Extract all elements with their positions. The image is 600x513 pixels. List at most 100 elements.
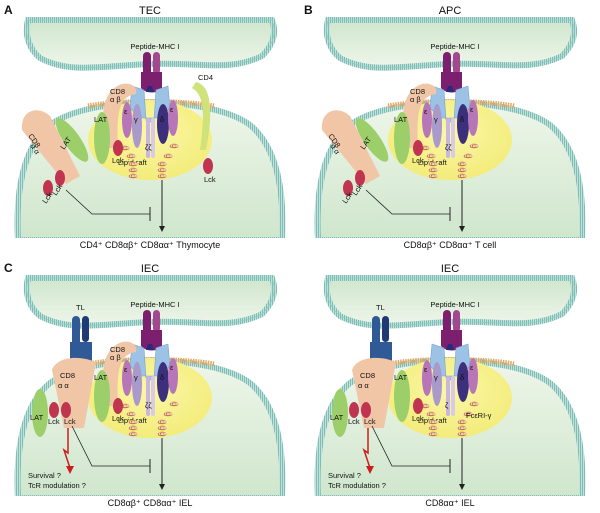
bottom-mask	[10, 238, 290, 250]
itam-motif	[428, 431, 438, 437]
itam-motif	[463, 411, 473, 417]
itam-motif	[128, 431, 138, 437]
cd3-epsilon-left	[422, 360, 432, 396]
itam-label: ITAM	[157, 167, 167, 172]
cd8ab-label: CD8	[410, 87, 425, 96]
itam-label: ITAM	[428, 431, 438, 436]
zeta-chain-left	[146, 376, 150, 416]
itam-motif	[157, 425, 167, 431]
itam-motif	[157, 419, 167, 425]
cd8aa-chains-label: α α	[358, 381, 369, 390]
lat-label: LAT	[94, 373, 108, 382]
delta-label: δ	[460, 115, 464, 124]
itam-label: ITAM	[120, 403, 130, 408]
zeta-label: ζζ	[145, 143, 152, 152]
lck-outside-label-2: Lck	[364, 417, 376, 426]
lck-label: Lck	[412, 156, 424, 165]
inhibition-line	[365, 189, 450, 215]
inhibition-line	[65, 189, 150, 215]
itam-motif	[428, 167, 438, 173]
mhc-label: Peptide-MHC I	[430, 42, 479, 51]
mhc-base	[141, 72, 162, 93]
activation-arrowhead	[459, 484, 465, 490]
epsilon-label-left: ε	[424, 365, 428, 374]
cd8-alpha-beta	[402, 83, 437, 148]
lat-in-raft	[394, 370, 410, 422]
inhibition-line	[71, 425, 150, 467]
lck-outside-2	[61, 402, 71, 418]
itam-motif	[457, 161, 467, 167]
itam-label: ITAM	[120, 145, 130, 150]
itam-label: ITAM	[457, 173, 467, 178]
mhc-alpha-chain	[443, 310, 451, 336]
cd8-alpha-alpha	[21, 110, 80, 184]
cd3-delta	[157, 362, 169, 402]
cd8ab-chains-label: α β	[410, 95, 421, 104]
inhibition-line	[371, 425, 450, 467]
delta-label: δ	[460, 373, 464, 382]
cd8ab-chains-label: α β	[110, 95, 121, 104]
itam-label: ITAM	[428, 425, 438, 430]
peptide	[446, 86, 454, 92]
itam-motif	[169, 401, 179, 407]
itam-motif	[128, 173, 138, 179]
itam-label: ITAM	[157, 173, 167, 178]
itam-motif	[469, 143, 479, 149]
itam-motif	[426, 153, 436, 159]
lck-outside-2	[343, 180, 353, 196]
cd8ab-label: CD8	[110, 87, 125, 96]
itam-motif	[126, 411, 136, 417]
activation-arrowhead	[159, 226, 165, 232]
zeta-label: ζζ	[445, 143, 452, 152]
panel-caption: CD8αβ⁺ CD8αα⁺ IEL	[108, 498, 193, 508]
mhc-label: Peptide-MHC I	[130, 300, 179, 309]
itam-motif	[426, 411, 436, 417]
itam-motif	[157, 431, 167, 437]
tl-label: TL	[76, 303, 85, 312]
tl-label: TL	[376, 303, 385, 312]
epsilon-label-right: ε	[170, 363, 174, 372]
activation-arrowhead	[159, 484, 165, 490]
itam-label: ITAM	[469, 143, 479, 148]
zeta-label: ζ	[445, 401, 449, 410]
itam-motif	[469, 401, 479, 407]
survival-label: Survival ?	[328, 471, 361, 480]
itam-label: ITAM	[169, 401, 179, 406]
itam-motif	[128, 419, 138, 425]
tl-alpha	[372, 316, 380, 346]
itam-motif	[163, 153, 173, 159]
raft-membrane	[387, 99, 515, 109]
epsilon-label-right: ε	[170, 105, 174, 114]
itam-motif	[157, 173, 167, 179]
cd3-epsilon-left	[422, 102, 432, 138]
tl-alpha	[72, 316, 80, 346]
itam-label: ITAM	[426, 411, 436, 416]
bottom-mask	[10, 496, 290, 508]
itam-motif	[163, 411, 173, 417]
itam-label: ITAM	[163, 153, 173, 158]
itam-label: ITAM	[126, 153, 136, 158]
epsilon-label-right: ε	[470, 105, 474, 114]
panel-caption: CD4⁺ CD8αβ⁺ CD8αα⁺ Thymocyte	[80, 240, 221, 250]
panel-title: TEC	[139, 5, 161, 17]
lck-cd4	[203, 158, 213, 174]
lat-in-raft	[394, 112, 410, 164]
epsilon-label-left: ε	[124, 365, 128, 374]
cd3-delta	[157, 104, 169, 144]
lck-outside-1	[55, 170, 65, 186]
itam-label: ITAM	[128, 167, 138, 172]
cd3-delta	[457, 362, 469, 402]
zeta-chain-left	[446, 376, 450, 416]
itam-label: ITAM	[128, 431, 138, 436]
epsilon-label-left: ε	[424, 107, 428, 116]
lat-outside-label: LAT	[330, 413, 344, 422]
panel-letter: A	[4, 3, 13, 17]
cd3-gamma	[132, 362, 142, 406]
cd8aa-chains-label: α α	[58, 381, 69, 390]
itam-motif	[457, 431, 467, 437]
epsilon-label-left: ε	[124, 107, 128, 116]
lck-label: Lck	[112, 156, 124, 165]
lat-outside	[332, 389, 348, 437]
